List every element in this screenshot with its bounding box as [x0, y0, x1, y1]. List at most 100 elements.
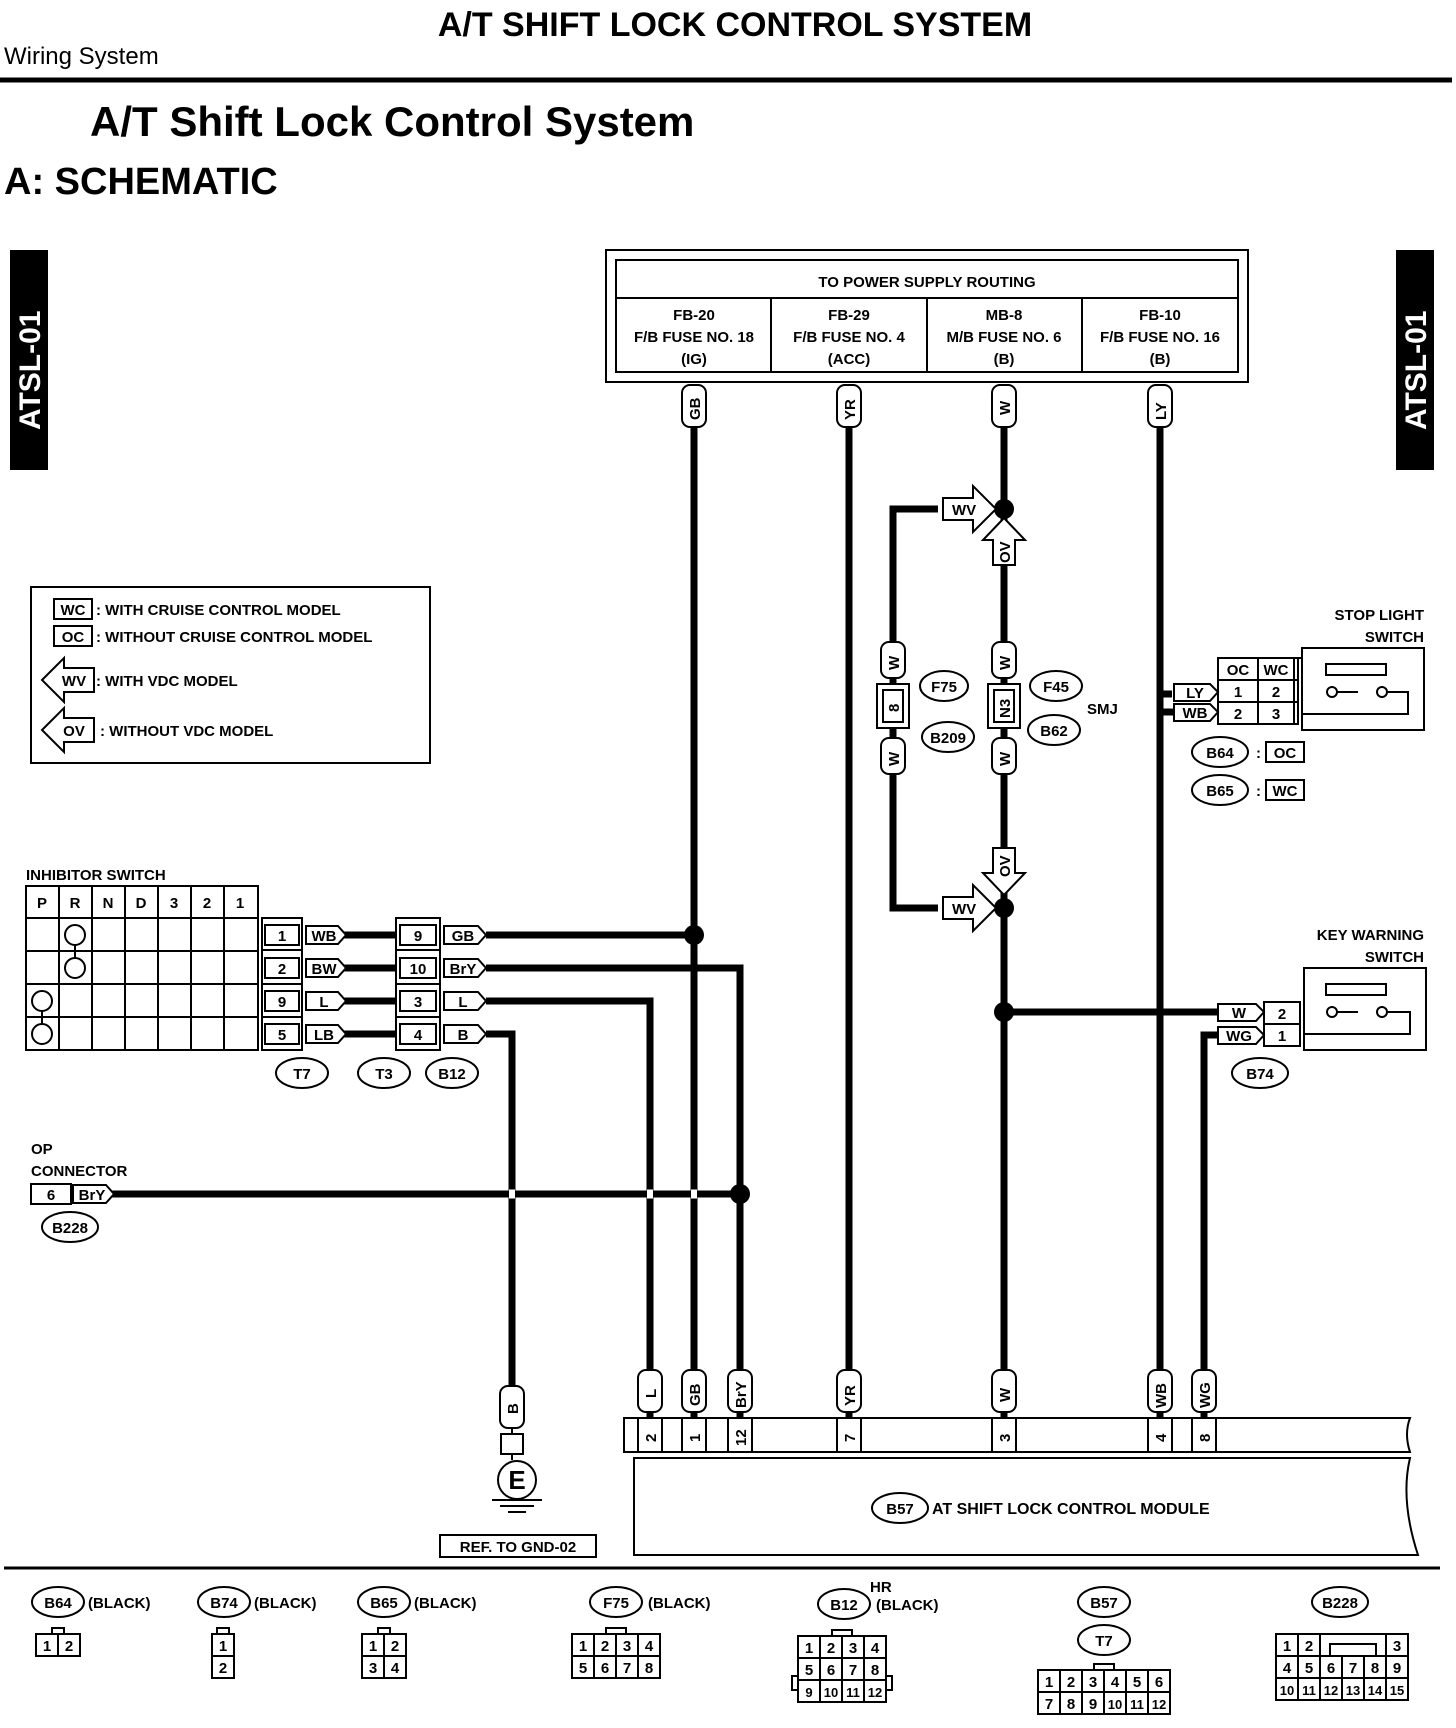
- svg-text:2: 2: [65, 1638, 73, 1655]
- svg-text:B: B: [505, 1403, 522, 1414]
- svg-text:F75: F75: [603, 1595, 629, 1612]
- svg-text:6: 6: [827, 1662, 835, 1679]
- svg-text:1: 1: [1234, 684, 1242, 701]
- svg-text:OV: OV: [997, 855, 1014, 877]
- shift-lock-module: L GB BrY YR W WB WG 2 1 12 7 3 4 8: [623, 1369, 1420, 1556]
- svg-text:8: 8: [1371, 1660, 1379, 1677]
- junction-dot: [994, 898, 1014, 918]
- svg-text:3: 3: [1089, 1674, 1097, 1691]
- svg-text:B64: B64: [1206, 745, 1234, 762]
- svg-text:D: D: [136, 895, 147, 912]
- svg-text:WG: WG: [1226, 1028, 1252, 1045]
- svg-text:(BLACK): (BLACK): [876, 1597, 938, 1614]
- svg-text:7: 7: [1349, 1660, 1357, 1677]
- fuse-name: F/B FUSE NO. 4: [793, 329, 905, 346]
- fuse-mode: (B): [1150, 351, 1171, 368]
- svg-text:W: W: [997, 1387, 1014, 1402]
- svg-text:OV: OV: [63, 723, 85, 740]
- svg-text:2: 2: [1272, 684, 1280, 701]
- fuse-id: FB-10: [1139, 307, 1181, 324]
- svg-text:2: 2: [1234, 706, 1242, 723]
- t7-connector: 1 2 9 5 WB BW L LB T7: [261, 917, 396, 1089]
- junction-dot: [730, 1184, 750, 1204]
- junction-dot: [994, 499, 1014, 519]
- svg-text:1: 1: [1283, 1638, 1291, 1655]
- svg-text:LY: LY: [1153, 402, 1170, 420]
- svg-text:5: 5: [805, 1662, 813, 1679]
- subsystem-label: Wiring System: [4, 43, 159, 70]
- svg-text:3: 3: [849, 1640, 857, 1657]
- svg-text:BrY: BrY: [79, 1187, 106, 1204]
- svg-text:7: 7: [1045, 1696, 1053, 1713]
- svg-text:GB: GB: [452, 928, 475, 945]
- svg-text:YR: YR: [842, 399, 859, 420]
- svg-text:SWITCH: SWITCH: [1365, 629, 1424, 646]
- svg-text:8: 8: [886, 704, 903, 712]
- side-tab-right: ATSL-01: [1396, 250, 1434, 470]
- svg-text:1: 1: [236, 895, 244, 912]
- svg-text:WV: WV: [952, 901, 976, 918]
- svg-text:3: 3: [997, 1434, 1014, 1442]
- svg-text:2: 2: [1278, 1006, 1286, 1023]
- svg-text:11: 11: [1302, 1683, 1316, 1698]
- connector-b62: B62: [1040, 723, 1068, 740]
- fuse-name: F/B FUSE NO. 18: [634, 329, 754, 346]
- svg-text:9: 9: [1393, 1660, 1401, 1677]
- svg-text:11: 11: [846, 1685, 860, 1700]
- svg-text:3: 3: [414, 994, 422, 1011]
- svg-text:L: L: [319, 994, 328, 1011]
- side-tab-left: ATSL-01: [10, 250, 48, 470]
- svg-text:1: 1: [369, 1638, 377, 1655]
- junction-dot: [994, 1002, 1014, 1022]
- svg-text:2: 2: [278, 961, 286, 978]
- connector-b57: B57: [886, 1501, 914, 1518]
- svg-text:1: 1: [579, 1638, 587, 1655]
- svg-text:10: 10: [824, 1685, 838, 1700]
- svg-text:W: W: [997, 751, 1014, 766]
- junction-dot: [684, 925, 704, 945]
- connector-legend: B64 (BLACK) 1 2 B74 (BLACK) 1 2 B65 (BLA…: [31, 1579, 1409, 1715]
- legend: WC : WITH CRUISE CONTROL MODEL OC : WITH…: [30, 586, 431, 764]
- connector-b209: B209: [930, 730, 966, 747]
- svg-text:2: 2: [391, 1638, 399, 1655]
- svg-text:12: 12: [868, 1685, 882, 1700]
- fuse-mode: (B): [994, 351, 1015, 368]
- svg-text:W: W: [997, 400, 1014, 415]
- svg-text:YR: YR: [842, 1385, 859, 1406]
- svg-text:1: 1: [805, 1640, 813, 1657]
- module-name: AT SHIFT LOCK CONTROL MODULE: [932, 1501, 1210, 1518]
- svg-text:T7: T7: [1095, 1633, 1113, 1650]
- svg-text::: :: [1256, 745, 1261, 762]
- svg-text:11: 11: [1130, 1697, 1144, 1712]
- svg-text:: WITHOUT CRUISE CONTROL MODEL: : WITHOUT CRUISE CONTROL MODEL: [96, 629, 372, 646]
- svg-text:(BLACK): (BLACK): [648, 1595, 710, 1612]
- svg-text:3: 3: [170, 895, 178, 912]
- svg-text:B65: B65: [370, 1595, 398, 1612]
- svg-text:1: 1: [1278, 1028, 1286, 1045]
- connector-b12: B12: [438, 1066, 466, 1083]
- fuse-mode: (ACC): [828, 351, 871, 368]
- svg-text:5: 5: [1133, 1674, 1141, 1691]
- svg-text:OP: OP: [31, 1141, 53, 1158]
- svg-text:2: 2: [1305, 1638, 1313, 1655]
- svg-text:INHIBITOR SWITCH: INHIBITOR SWITCH: [26, 867, 166, 884]
- svg-text:LB: LB: [314, 1027, 334, 1044]
- svg-text:B65: B65: [1206, 783, 1234, 800]
- ground-symbol: B E REF. TO GND-02: [439, 1385, 597, 1558]
- svg-text:7: 7: [849, 1662, 857, 1679]
- svg-text:ATSL-01: ATSL-01: [14, 311, 47, 430]
- fuse-id: FB-29: [828, 307, 870, 324]
- svg-text:WC: WC: [1264, 662, 1289, 679]
- svg-text:SWITCH: SWITCH: [1365, 949, 1424, 966]
- svg-text:2: 2: [601, 1638, 609, 1655]
- svg-text:WV: WV: [62, 673, 86, 690]
- svg-text:L: L: [643, 1389, 660, 1398]
- svg-text:B74: B74: [210, 1595, 238, 1612]
- svg-text:WC: WC: [61, 602, 86, 619]
- svg-text:OC: OC: [1274, 745, 1297, 762]
- svg-text:W: W: [886, 751, 903, 766]
- svg-text:R: R: [70, 895, 81, 912]
- svg-text:: WITHOUT VDC MODEL: : WITHOUT VDC MODEL: [100, 723, 273, 740]
- svg-text:3: 3: [1272, 706, 1280, 723]
